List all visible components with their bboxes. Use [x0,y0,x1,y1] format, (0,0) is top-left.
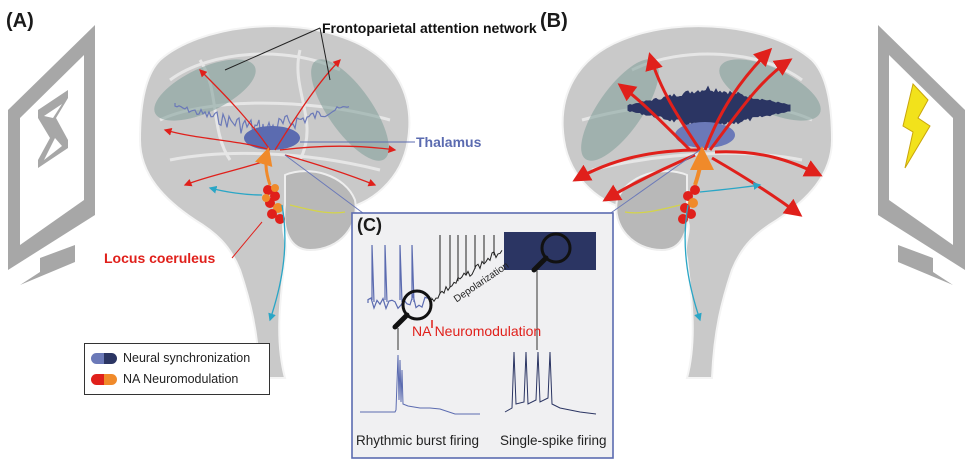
legend-item-na: NA Neuromodulation [91,370,238,388]
right-brain [561,25,834,379]
legend-sync-text: Neural synchronization [123,351,251,365]
legend-na-text: NA Neuromodulation [123,372,239,386]
network-label: Frontoparietal attention network [322,20,537,36]
left-locus-coeruleus [262,184,285,224]
locus-leader [231,221,263,259]
membrane-trace [431,235,503,303]
single-spike-label: Single-spike firing [500,433,607,448]
right-monitor [878,25,965,285]
legend-item-sync: Neural synchronization [91,349,250,367]
burst-firing-trace [360,354,480,415]
right-thalamus [675,122,735,148]
magnifier-icon [392,289,433,330]
burst-firing-label: Rhythmic burst firing [356,433,480,448]
burst-trace-segment [367,244,429,311]
magnifier-icon [531,232,572,273]
thalamus-label: Thalamus [416,134,482,150]
panel-c-label: (C) [357,215,382,235]
left-thalamus [244,126,300,150]
panel-b-label: (B) [540,10,568,32]
tonic-block [504,232,596,270]
single-spike-trace [504,351,597,415]
panel-c-inset [351,212,614,459]
left-monitor [8,25,95,285]
legend: Neural synchronization NA Neuromodulatio… [84,343,270,395]
locus-coeruleus-label: Locus coeruleus [104,250,216,266]
network-leader-lines [224,27,331,81]
sync-swatch [91,352,117,364]
left-brain [138,25,411,379]
lightning-bolt-icon [902,82,931,169]
na-neuromodulation-label: NA Neuromodulation [412,323,542,339]
hourglass-icon [38,90,68,168]
panel-a-label: (A) [6,10,34,32]
na-swatch [91,373,117,385]
